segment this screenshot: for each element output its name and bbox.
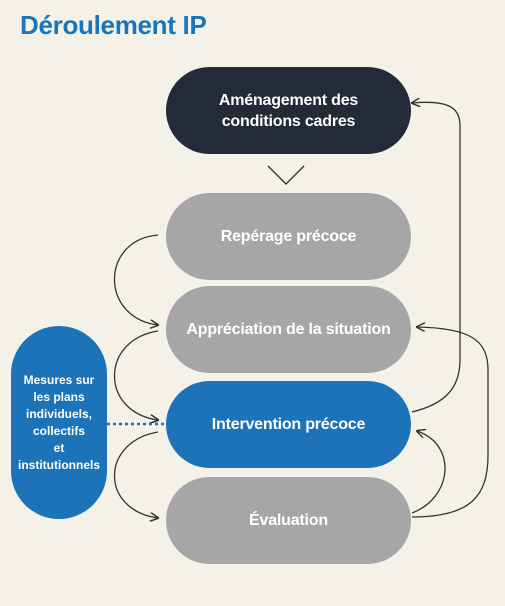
side-measures-label: Mesures sur les plans individuels, colle… [18, 372, 100, 472]
step-intervention-label: Intervention précoce [211, 416, 366, 433]
arrow-intervention-to-evaluation [113, 431, 159, 518]
arrow-evaluation-to-intervention [411, 431, 446, 514]
arrow-intervention-to-amenagement [412, 102, 461, 413]
step-reperage-label: Repérage précoce [220, 228, 357, 245]
step-intervention: Intervention précoce [166, 381, 411, 468]
step-evaluation-label: Évaluation [249, 512, 328, 529]
arrow-evaluation-to-appreciation [411, 327, 489, 518]
page-title: Déroulement IP [20, 10, 207, 40]
step-amenagement: Aménagement des conditions cadres [166, 67, 411, 154]
step-appreciation: Appréciation de la situation [166, 286, 411, 373]
step-appreciation-label: Appréciation de la situation [186, 321, 391, 338]
arrow-repérage-to-appreciation [113, 234, 159, 325]
arrow-appreciation-to-intervention [113, 330, 159, 420]
step-evaluation: Évaluation [166, 477, 411, 564]
side-measures-box: Mesures sur les plans individuels, colle… [11, 326, 107, 519]
chevron-down-icon [267, 165, 305, 185]
step-amenagement-label: Aménagement des conditions cadres [218, 91, 359, 130]
step-reperage: Repérage précoce [166, 193, 411, 280]
